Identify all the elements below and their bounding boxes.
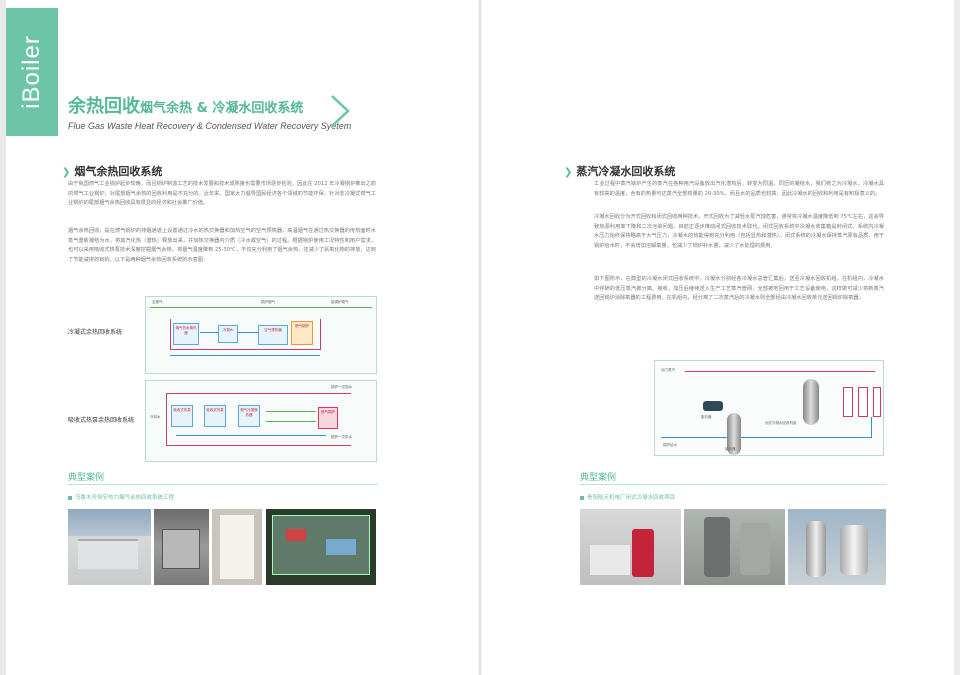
diagram1-box: 冷凝水 [218,325,238,343]
diagram2-text: 锅炉一次供水 [331,435,352,439]
diagram3-text: 接收器 [725,447,736,451]
divider [68,484,378,485]
case-photo-equipment [154,509,209,585]
left-heading-text: 烟气余热回收系统 [74,165,163,178]
diagram1-box: 空气预热器 [258,325,288,345]
condensate-recovery-diagram: 动力蒸汽 集热器 闭式冷凝水回收机组 锅炉给水 接收器 [654,360,884,456]
square-bullet-icon [68,495,72,500]
right-paragraph-3: 如下图所示，在典型的冷凝水闭式回收系统中，冷凝水分别经各冷凝水总管汇集后，送至冷… [594,276,884,302]
diagram2-box: 吸收式热泵 [204,405,226,427]
receiver-tank [727,413,741,455]
diagram3-text: 锅炉给水 [663,443,677,447]
condensing-recovery-diagram: 至烟气 锅炉烟气 接锅炉烟气 烟气热水换热器 冷凝水 空气预热器 燃气锅炉 [145,296,377,374]
diagram1-text: 至烟气 [152,300,163,304]
left-page-edge [0,0,6,675]
arrow-marker-icon: ❯ [62,167,71,178]
right-section-heading: ❯蒸汽冷凝水回收系统 [564,163,675,179]
right-cases-heading: 典型案例 [580,473,617,483]
right-paragraph-1: 工业过程中蒸汽锅炉产生的蒸汽在各种用汽设备放出汽化潜热后，转变为同温、同压的凝结… [594,181,884,197]
diagram3-text: 集热器 [701,415,712,419]
diagram3-text: 闭式冷凝水回收机组 [765,421,797,425]
left-case-subtitle: 乌鲁木齐恒安热力烟气余热回收系统工程 [68,493,174,501]
heat-exchanger [873,387,881,417]
diagram2-label: 吸收式热泵余热回收系统 [68,417,135,424]
title-subtitle: Flue Gas Waste Heat Recovery & Condensed… [68,121,352,131]
left-cases-heading: 典型案例 [68,473,105,483]
center-fold [478,0,482,675]
collector-tank [803,379,819,425]
case-photo-tanks [684,509,785,585]
diagram1-box: 燃气锅炉 [291,321,313,345]
diagram1-text: 接锅炉烟气 [331,300,349,304]
left-paragraph-1: 由于我国燃气工业锅炉起步较晚，而且锅炉制造工艺的技术发展和技术成熟度也需要市场逐… [68,181,376,207]
heat-exchanger [843,387,853,417]
brand-name: iBoiler [18,35,46,109]
diagram2-box: 燃气锅炉 [318,407,338,429]
case-photo-building [68,509,151,585]
heat-exchanger [858,387,868,417]
case-photo-recovery-unit [788,509,886,585]
right-paragraph-2: 冷凝水回收分为开式回收和闭式回收两种技术。开式回收为了减轻水泵汽蚀危害，通常将冷… [594,214,884,249]
left-paragraph-2: 烟气余热回收，是在燃气锅炉的排烟通道上设置通过冷水的热交换器和加热空气的空气预热… [68,228,376,263]
right-heading-text: 蒸汽冷凝水回收系统 [576,165,676,178]
diagram1-text: 锅炉烟气 [261,300,275,304]
diagram2-box: 烟气冷凝换热器 [238,405,260,427]
left-section-heading: ❯烟气余热回收系统 [62,163,162,179]
diagram2-text: 锅炉一次回水 [331,385,352,389]
divider [580,484,886,485]
title-main-big: 余热回收 [68,96,140,117]
case-photo-certificate [212,509,262,585]
square-bullet-icon [580,495,584,500]
diagram3-text: 动力蒸汽 [661,368,675,372]
title-main-small: 烟气余热 & 冷凝水回收系统 [140,101,304,116]
case-photo-control-screen [266,509,376,585]
pump [703,401,723,411]
chevron-right-icon [331,95,350,127]
page-title: 余热回收烟气余热 & 冷凝水回收系统 Flue Gas Waste Heat R… [68,92,351,131]
diagram2-text: 冷却水 [150,415,161,419]
case-photo-pump-station [580,509,681,585]
arrow-marker-icon: ❯ [564,167,573,178]
heat-pump-recovery-diagram: 锅炉一次回水 锅炉一次供水 冷却水 吸收式热泵 吸收式热泵 烟气冷凝换热器 燃气… [145,380,377,462]
right-case-subtitle: 贵阳航天机电厂闭式冷凝水回收项目 [580,493,675,501]
diagram2-box: 吸收式热泵 [171,405,193,427]
brand-tab: iBoiler [6,8,58,136]
right-page-edge [954,0,960,675]
diagram1-label: 冷凝式余热回收系统 [68,329,123,336]
diagram1-box: 烟气热水换热器 [173,323,199,345]
